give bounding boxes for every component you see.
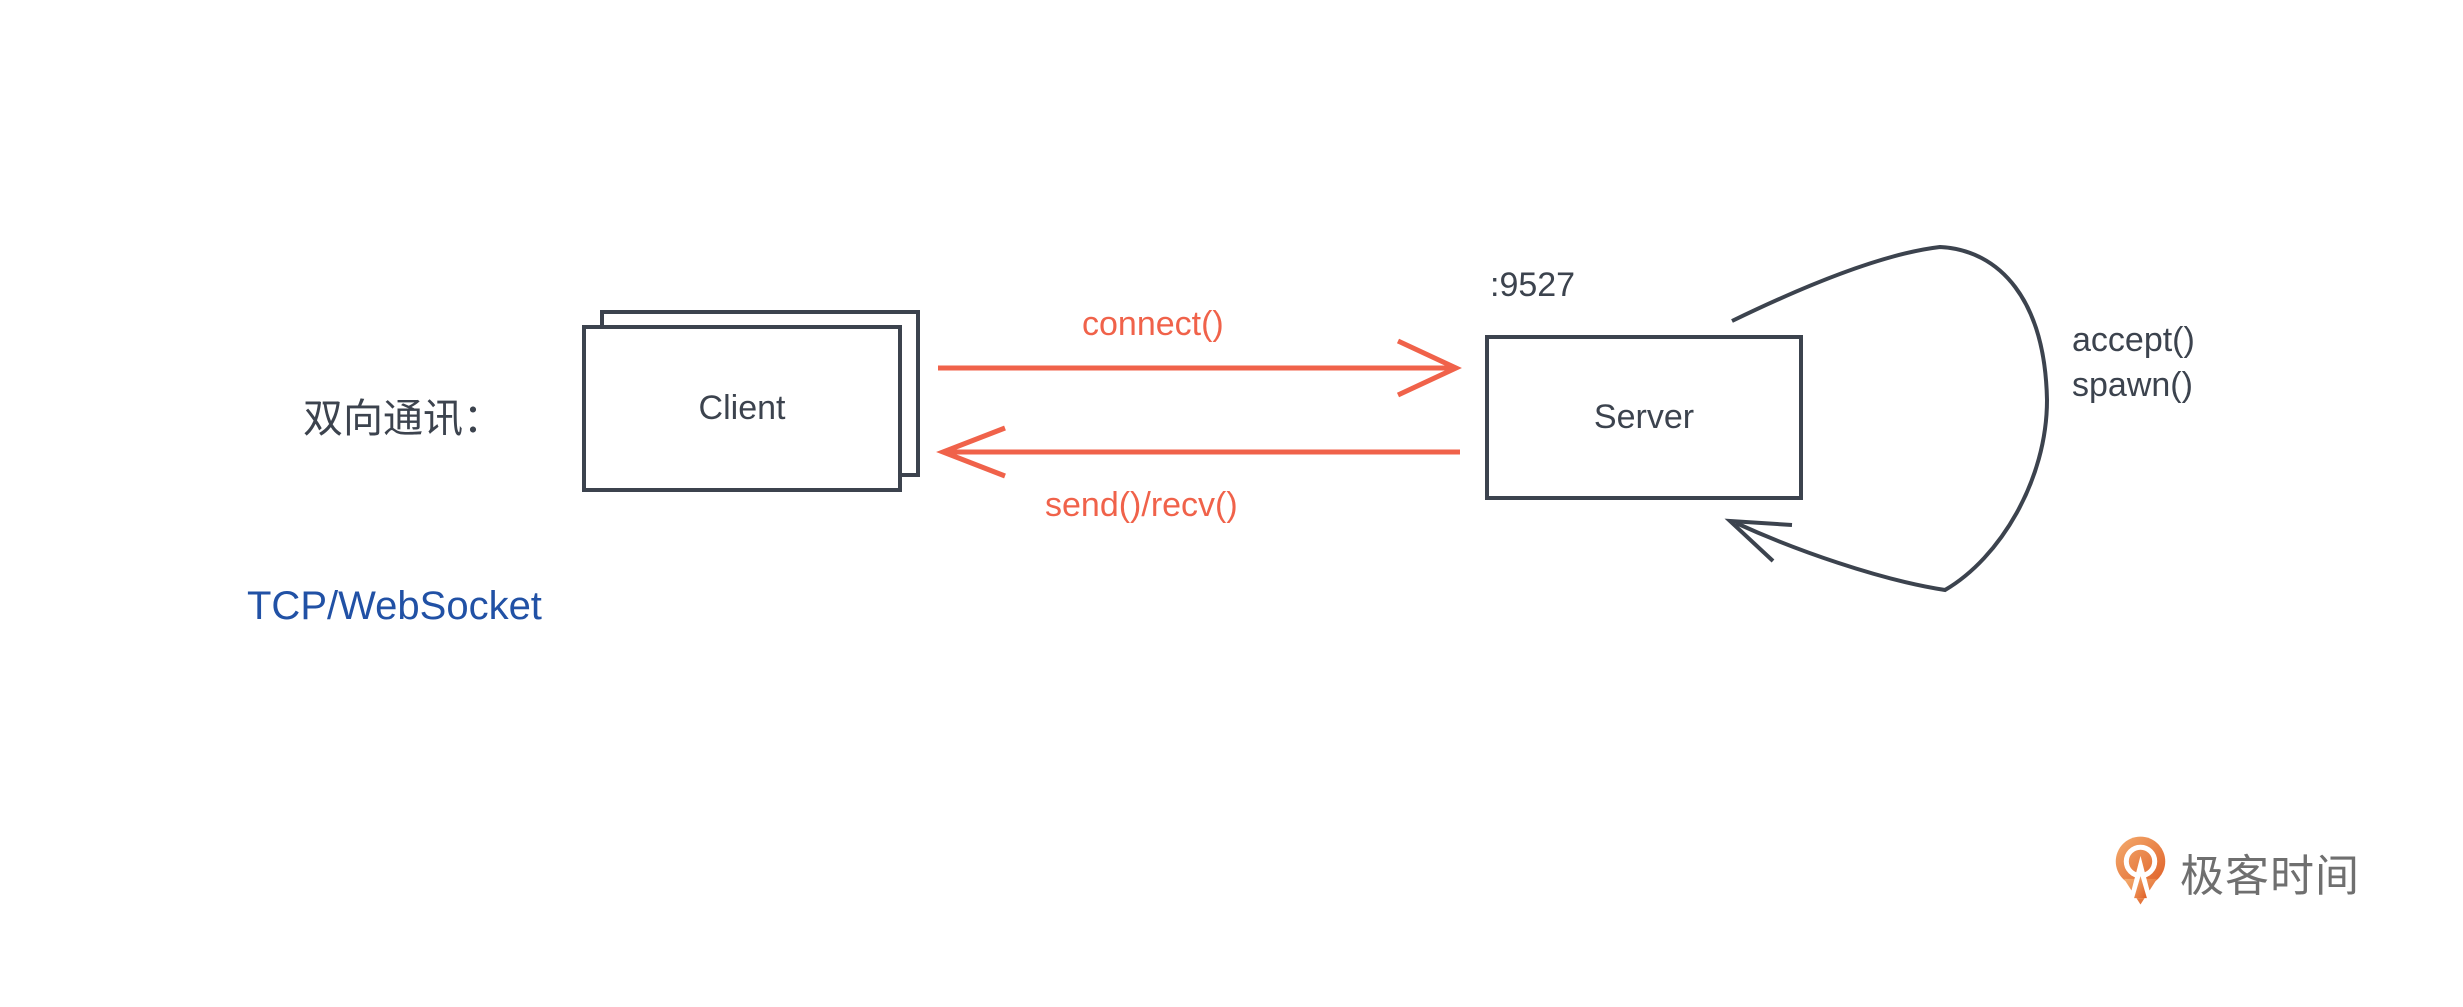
geektime-pin-icon [2115, 836, 2166, 905]
send-recv-arrow-label: send()/recv() [1045, 486, 1238, 524]
send-recv-arrowhead-icon [936, 425, 1006, 479]
connect-arrowhead-icon [1396, 338, 1462, 398]
protocol-label: TCP/WebSocket [247, 584, 542, 628]
server-self-loop-arrowhead-icon [1724, 518, 1793, 563]
server-port-label: :9527 [1490, 266, 1576, 304]
server-box: Server [1485, 335, 1803, 500]
server-label: Server [1593, 398, 1695, 436]
topic-label: 双向通讯： [303, 397, 503, 441]
loop-labels: accept() spawn() [2072, 318, 2195, 408]
brand-logo: 极客时间 [2113, 835, 2360, 908]
connect-arrow-label: connect() [1082, 305, 1224, 343]
client-label: Client [698, 389, 786, 427]
spawn-label: spawn() [2072, 366, 2193, 404]
client-box: Client [582, 325, 902, 492]
accept-label: accept() [2072, 321, 2195, 359]
brand-name: 极客时间 [2180, 851, 2360, 901]
